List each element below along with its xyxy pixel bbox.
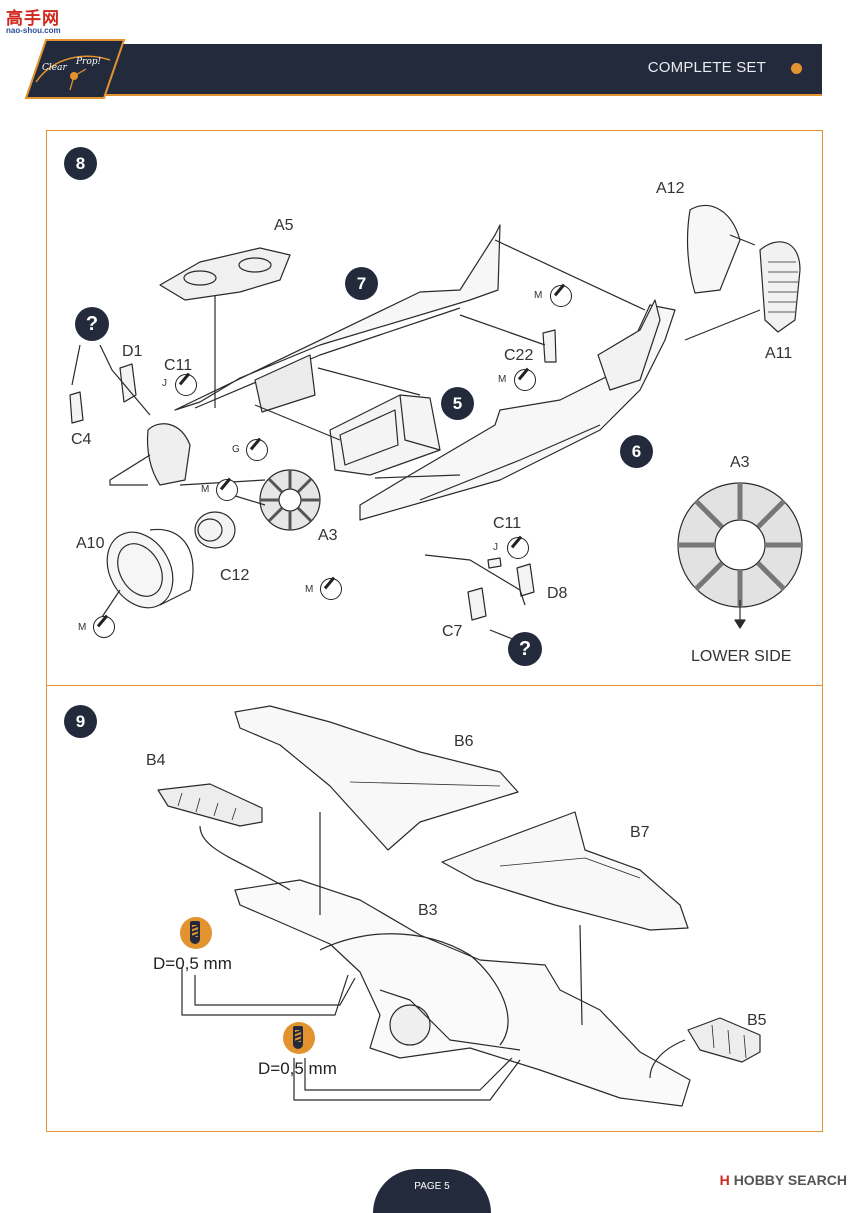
optional-part-question-icon: ? — [75, 307, 109, 341]
page-number: PAGE 5 — [414, 1181, 450, 1192]
paint-dot-icon — [514, 369, 536, 391]
part-A12 — [686, 204, 741, 294]
paint-dot-icon — [507, 537, 529, 559]
label-A11: A11 — [765, 345, 793, 362]
part-C7 — [467, 587, 487, 621]
label-C11: C11 — [164, 357, 193, 374]
label-A10: A10 — [76, 535, 105, 552]
label-A3: A3 — [318, 527, 338, 544]
mark-M: M — [498, 374, 507, 385]
label-C4: C4 — [71, 431, 92, 448]
label-D8: D8 — [547, 585, 568, 602]
label-D1: D1 — [122, 343, 143, 360]
paint-dot-icon — [246, 439, 268, 461]
label-lower-side: LOWER SIDE — [691, 648, 792, 665]
label-B6: B6 — [454, 733, 474, 750]
part-B7 — [441, 811, 689, 931]
hobby-search-watermark: H HOBBY SEARCH — [720, 1172, 847, 1188]
mark-M: M — [305, 584, 314, 595]
label-A3-detail: A3 — [730, 454, 750, 471]
watermark-chars: 高手网 — [6, 9, 60, 29]
part-C12 — [194, 511, 236, 549]
subassembly-7-badge: 7 — [345, 267, 378, 300]
mark-J: J — [493, 542, 498, 553]
optional-part-question-icon: ? — [508, 632, 542, 666]
label-A12: A12 — [656, 180, 685, 197]
part-D8 — [516, 563, 535, 597]
step-8-number: 8 — [64, 147, 97, 180]
step-9-number: 9 — [64, 705, 97, 738]
watermark-url: nao-shou.com — [6, 26, 61, 35]
subassembly-5-badge: 5 — [441, 387, 474, 420]
subassembly-6-badge: 6 — [620, 435, 653, 468]
part-D1 — [119, 363, 137, 403]
step-8-panel — [46, 130, 823, 686]
part-C4 — [69, 391, 84, 424]
label-C7: C7 — [442, 623, 463, 640]
drill-size-1: D=0,5 mm — [153, 954, 232, 973]
part-C22 — [542, 329, 557, 363]
label-C22: C22 — [504, 347, 534, 364]
header-bar: COMPLETE SET — [95, 44, 822, 96]
header-title: COMPLETE SET — [647, 59, 766, 76]
paint-dot-icon — [550, 285, 572, 307]
paint-dot-icon — [175, 374, 197, 396]
fuselage-left-half — [174, 224, 501, 411]
drill-icon — [180, 917, 212, 949]
part-B3 — [234, 879, 691, 1107]
part-A11 — [759, 241, 801, 333]
part-B5 — [687, 1017, 761, 1063]
label-B3: B3 — [418, 902, 438, 919]
drill-icon — [283, 1022, 315, 1054]
label-C11-second: C11 — [493, 515, 522, 532]
mark-M: M — [78, 622, 87, 633]
mark-J: J — [162, 378, 167, 389]
paint-dot-icon — [216, 479, 238, 501]
label-B7: B7 — [630, 824, 650, 841]
svg-text:Clear: Clear — [42, 63, 67, 73]
hobby-search-text: HOBBY SEARCH — [733, 1172, 847, 1188]
label-B4: B4 — [146, 752, 166, 769]
label-C12: C12 — [220, 567, 250, 584]
drill-size-2: D=0,5 mm — [258, 1059, 337, 1078]
part-A5 — [159, 247, 291, 301]
mark-M: M — [201, 484, 210, 495]
label-B5: B5 — [747, 1012, 767, 1029]
clear-prop-logo: Clear Prop! — [24, 39, 126, 99]
part-B6 — [234, 705, 519, 851]
header-bullet-icon — [791, 63, 802, 74]
mark-M: M — [534, 290, 543, 301]
paint-dot-icon — [93, 616, 115, 638]
hobby-search-mark: H — [719, 1172, 730, 1188]
mark-G: G — [232, 444, 240, 455]
svg-text:Prop!: Prop! — [75, 57, 102, 67]
paint-dot-icon — [320, 578, 342, 600]
step-9-panel — [46, 686, 823, 1132]
site-watermark: 高手网 nao-shou.com — [6, 4, 70, 38]
part-B4 — [157, 783, 263, 827]
label-A5: A5 — [274, 217, 294, 234]
